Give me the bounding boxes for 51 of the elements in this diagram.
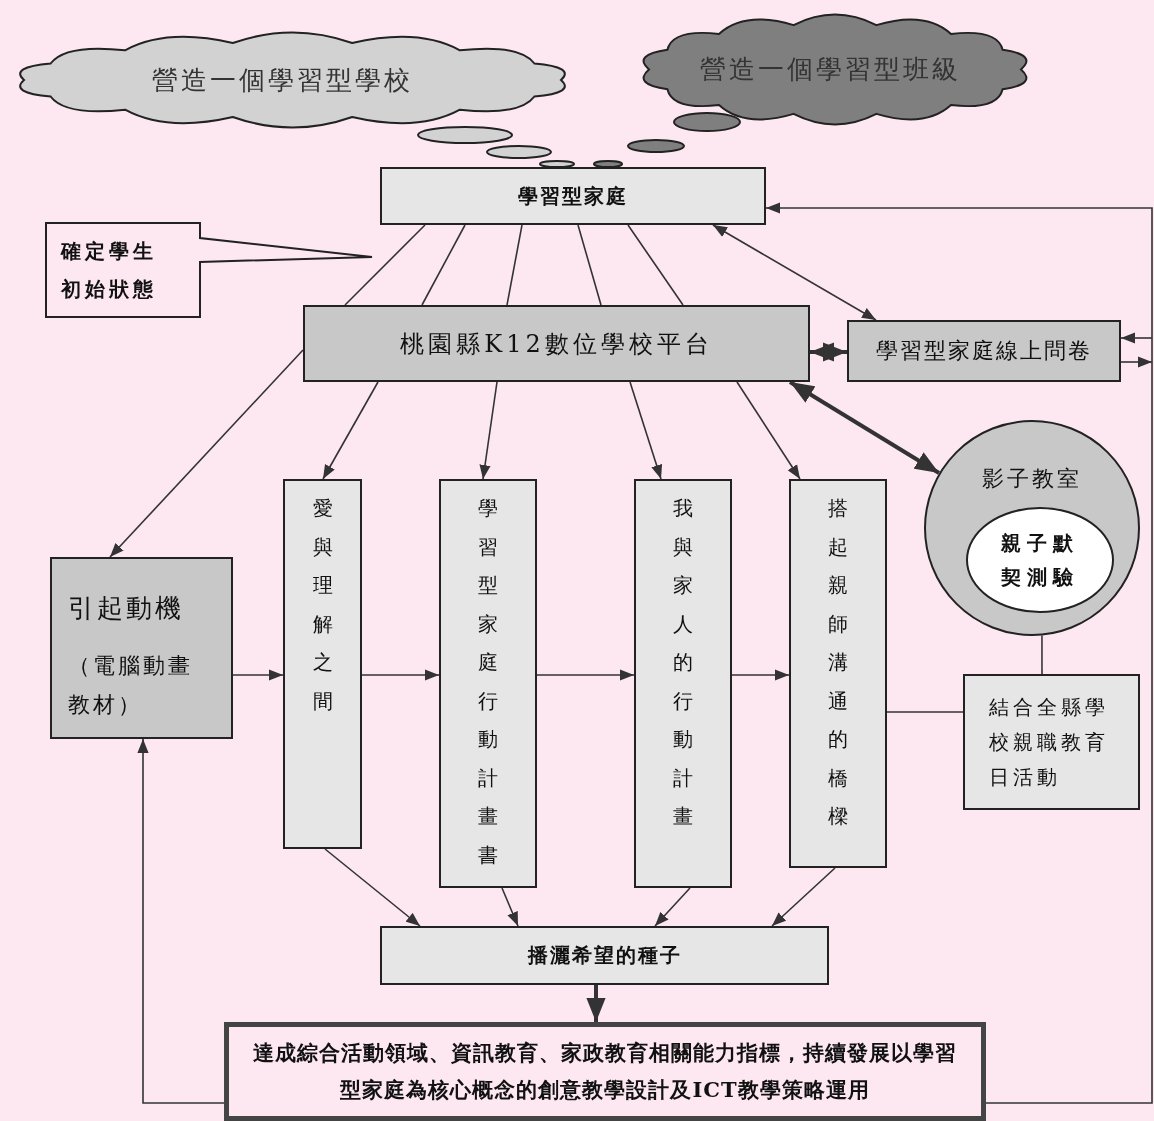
process-box — [439, 479, 537, 888]
arrow — [501, 887, 519, 927]
process-box — [634, 479, 732, 888]
callout-text: 確定學生初始狀態 — [61, 238, 158, 303]
arrow — [137, 738, 225, 1104]
process-box: 學習型家庭 — [380, 167, 766, 225]
vertical-label: 愛與理解之間 — [311, 495, 334, 715]
arrow — [479, 381, 498, 480]
arrow — [810, 342, 847, 362]
process-box — [789, 479, 887, 868]
arrow — [109, 349, 304, 558]
process-box: 達成綜合活動領域、資訊教育、家政教育相關能力指標，持續發展以學習型家庭為核心概念的創意教學設計及ICT教學策略運用 — [224, 1022, 986, 1121]
connector-line — [886, 711, 964, 713]
process-box — [283, 479, 362, 849]
connector-line — [344, 224, 426, 306]
process-box: 播灑希望的種子 — [380, 926, 829, 985]
connector-line — [1041, 634, 1043, 675]
ellipse-node: 親子默契測驗 — [966, 507, 1114, 613]
cloud-label: 營造一個學習型班級 — [698, 53, 962, 86]
process-box — [50, 557, 233, 739]
arrow — [1120, 332, 1153, 344]
arrow — [586, 985, 606, 1022]
process-box: 結合全縣學校親職教育日活動 — [963, 674, 1140, 810]
vertical-label: 搭起親師溝通的橋樑 — [827, 495, 849, 830]
arrow — [324, 848, 421, 927]
box-title: 引起動機 — [68, 592, 185, 625]
circle-label: 影子教室 — [981, 465, 1083, 493]
arrow — [765, 202, 1153, 1104]
arrow — [361, 669, 440, 681]
arrow — [536, 669, 635, 681]
arrow — [232, 669, 284, 681]
arrow — [1120, 356, 1153, 368]
arrow — [736, 381, 801, 480]
process-box: 學習型家庭線上問卷 — [847, 320, 1121, 382]
arrow — [322, 381, 379, 480]
arrow — [731, 669, 790, 681]
process-box: 桃園縣K12數位學校平台 — [303, 305, 810, 382]
vertical-label: 我與家人的行動計畫 — [672, 495, 694, 830]
connector-line — [421, 224, 466, 306]
cloud-label: 營造一個學習型學校 — [151, 63, 414, 97]
connector-line — [577, 224, 602, 306]
connector-line — [627, 224, 684, 306]
arrow — [771, 867, 836, 927]
vertical-label: 學習型家庭行動計畫書 — [477, 495, 499, 869]
connector-line — [506, 224, 523, 306]
arrow — [788, 380, 941, 475]
callout-box — [45, 222, 373, 318]
arrow — [654, 887, 691, 927]
box-subtitle: （電腦動畫教材） — [68, 651, 194, 720]
arrow — [629, 381, 663, 480]
arrow — [712, 224, 877, 321]
